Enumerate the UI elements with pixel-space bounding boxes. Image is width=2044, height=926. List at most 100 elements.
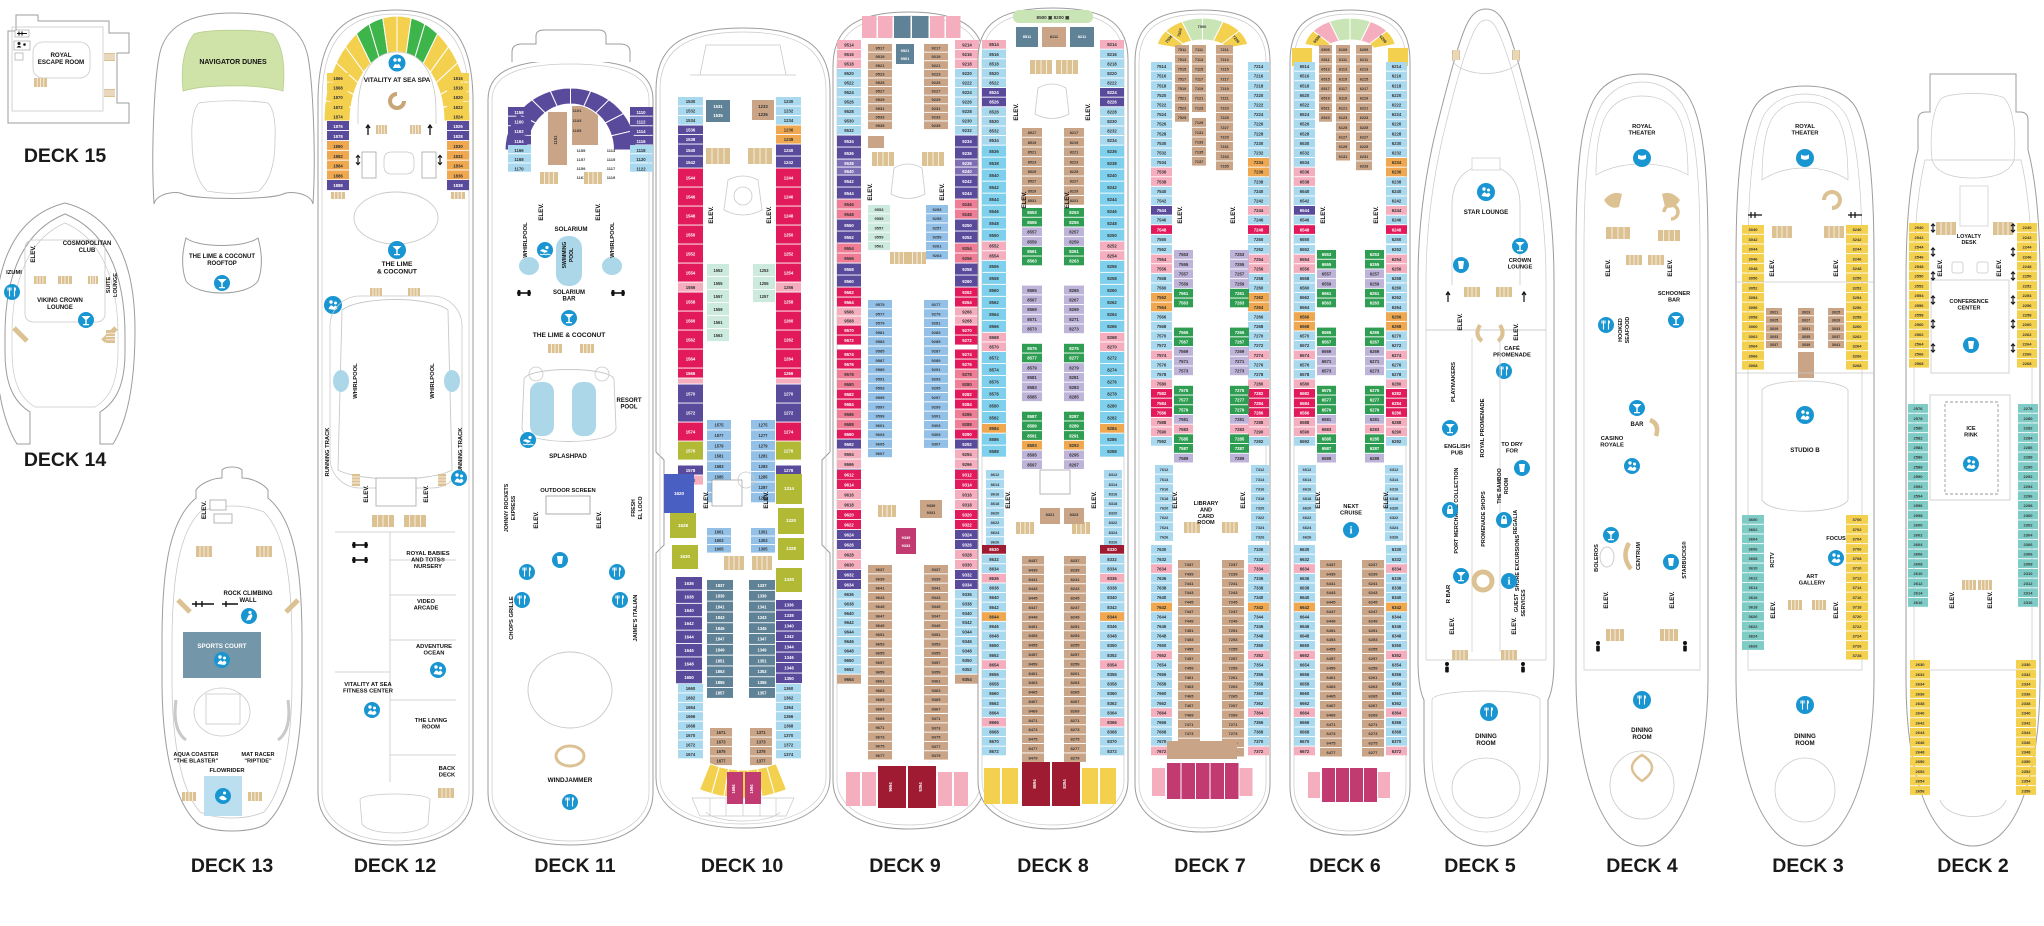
svg-text:6567: 6567 (1322, 340, 1332, 345)
svg-text:POOL: POOL (569, 248, 575, 262)
svg-text:8261: 8261 (1071, 671, 1081, 676)
svg-text:1108: 1108 (602, 88, 613, 97)
svg-text:6467: 6467 (1327, 703, 1337, 708)
svg-text:8585: 8585 (1027, 395, 1037, 400)
svg-text:9582: 9582 (844, 392, 854, 397)
svg-text:6632: 6632 (1300, 557, 1310, 562)
svg-text:7257: 7257 (1229, 656, 1239, 661)
svg-text:6538: 6538 (1300, 179, 1310, 184)
svg-text:9643: 9643 (876, 595, 886, 600)
svg-text:6650: 6650 (1300, 643, 1310, 648)
svg-text:8323: 8323 (1070, 512, 1079, 517)
svg-text:7664: 7664 (1157, 710, 1167, 715)
svg-text:7259: 7259 (1235, 281, 1245, 286)
svg-text:8228: 8228 (1107, 109, 1117, 114)
svg-text:6515: 6515 (1321, 77, 1329, 81)
svg-text:6368: 6368 (1392, 730, 1402, 735)
svg-text:1826: 1826 (453, 124, 463, 129)
svg-text:6553: 6553 (1322, 252, 1332, 257)
svg-text:7368: 7368 (1254, 730, 1264, 735)
svg-text:7231: 7231 (1220, 145, 1228, 149)
svg-text:THE LIME: THE LIME (382, 261, 413, 268)
svg-text:3046: 3046 (1749, 256, 1759, 261)
svg-text:3712: 3712 (1853, 575, 1863, 580)
svg-text:ELEV.: ELEV. (703, 491, 710, 509)
svg-text:1168: 1168 (514, 157, 524, 162)
svg-text:1370: 1370 (784, 733, 794, 738)
svg-text:ELEV.: ELEV. (763, 491, 770, 509)
svg-text:8240: 8240 (1107, 173, 1117, 178)
svg-text:1668: 1668 (686, 724, 696, 729)
svg-text:6573: 6573 (1322, 369, 1332, 374)
svg-text:6563: 6563 (1322, 301, 1332, 306)
svg-text:9661: 9661 (876, 679, 886, 684)
svg-text:8443: 8443 (1029, 586, 1039, 591)
svg-text:SUITE: SUITE (106, 277, 112, 294)
svg-text:9561: 9561 (875, 244, 885, 249)
svg-text:7119: 7119 (1195, 87, 1203, 91)
svg-text:7465: 7465 (1185, 694, 1195, 699)
svg-text:9348: 9348 (962, 648, 972, 653)
svg-text:9554: 9554 (844, 246, 854, 251)
svg-text:8275: 8275 (1071, 737, 1081, 742)
svg-text:6546: 6546 (1300, 218, 1310, 223)
svg-text:1344: 1344 (784, 645, 794, 650)
svg-text:6286: 6286 (1392, 410, 1402, 415)
svg-text:8638: 8638 (989, 586, 999, 591)
svg-text:CROWN: CROWN (1509, 258, 1532, 264)
svg-text:7255: 7255 (1235, 262, 1245, 267)
svg-text:FOR: FOR (1506, 449, 1519, 455)
svg-text:7555: 7555 (1179, 262, 1189, 267)
svg-text:9592: 9592 (844, 442, 854, 447)
svg-text:9379: 9379 (932, 753, 942, 758)
svg-text:8517: 8517 (1028, 131, 1036, 135)
svg-text:7222: 7222 (1254, 103, 1264, 108)
svg-text:7463: 7463 (1185, 684, 1195, 689)
svg-text:7260: 7260 (1254, 286, 1264, 291)
svg-text:8273: 8273 (1071, 727, 1081, 732)
svg-text:9238: 9238 (962, 161, 972, 166)
svg-text:3600: 3600 (1749, 517, 1759, 522)
svg-text:9624: 9624 (844, 532, 854, 537)
svg-text:9607: 9607 (876, 451, 886, 456)
svg-text:ICE: ICE (1966, 426, 1976, 432)
svg-text:9355: 9355 (932, 651, 942, 656)
svg-text:2546: 2546 (1915, 254, 1925, 259)
svg-text:2344: 2344 (2022, 730, 2032, 735)
svg-text:1666: 1666 (686, 714, 696, 719)
svg-text:3260: 3260 (1853, 324, 1863, 329)
svg-text:8360: 8360 (1107, 691, 1117, 696)
svg-text:9593: 9593 (876, 386, 886, 391)
svg-text:6589: 6589 (1322, 456, 1332, 461)
svg-text:6336: 6336 (1392, 576, 1402, 581)
svg-text:3618: 3618 (1749, 605, 1759, 610)
svg-text:1274: 1274 (784, 429, 794, 434)
svg-text:1546: 1546 (686, 194, 696, 199)
svg-text:8338: 8338 (1107, 586, 1117, 591)
svg-text:OCEAN: OCEAN (424, 651, 445, 657)
svg-text:9332: 9332 (962, 572, 972, 577)
svg-text:1566: 1566 (686, 371, 696, 376)
svg-text:6241: 6241 (1369, 581, 1379, 586)
svg-text:7366: 7366 (1254, 720, 1264, 725)
svg-text:7275: 7275 (1235, 388, 1245, 393)
svg-text:LIBRARY: LIBRARY (1194, 501, 1219, 507)
svg-text:ROOM: ROOM (1197, 520, 1215, 526)
svg-text:6288: 6288 (1392, 420, 1402, 425)
svg-text:1650: 1650 (684, 675, 694, 680)
svg-text:9334: 9334 (962, 582, 972, 587)
svg-text:1275: 1275 (758, 423, 768, 428)
svg-text:6372: 6372 (1392, 749, 1402, 754)
svg-text:7536: 7536 (1157, 170, 1167, 175)
svg-text:9297: 9297 (932, 395, 942, 400)
svg-text:8252: 8252 (1107, 244, 1117, 249)
svg-text:9253: 9253 (933, 207, 943, 212)
svg-text:8312: 8312 (1109, 472, 1118, 477)
svg-text:3724: 3724 (1853, 634, 1863, 639)
svg-text:3716: 3716 (1853, 595, 1863, 600)
svg-text:7135: 7135 (1195, 150, 1203, 154)
svg-text:"THE BLASTER": "THE BLASTER" (174, 758, 219, 764)
svg-text:BAR: BAR (563, 297, 577, 303)
svg-text:6292: 6292 (1392, 439, 1402, 444)
svg-text:2336: 2336 (2022, 691, 2032, 696)
